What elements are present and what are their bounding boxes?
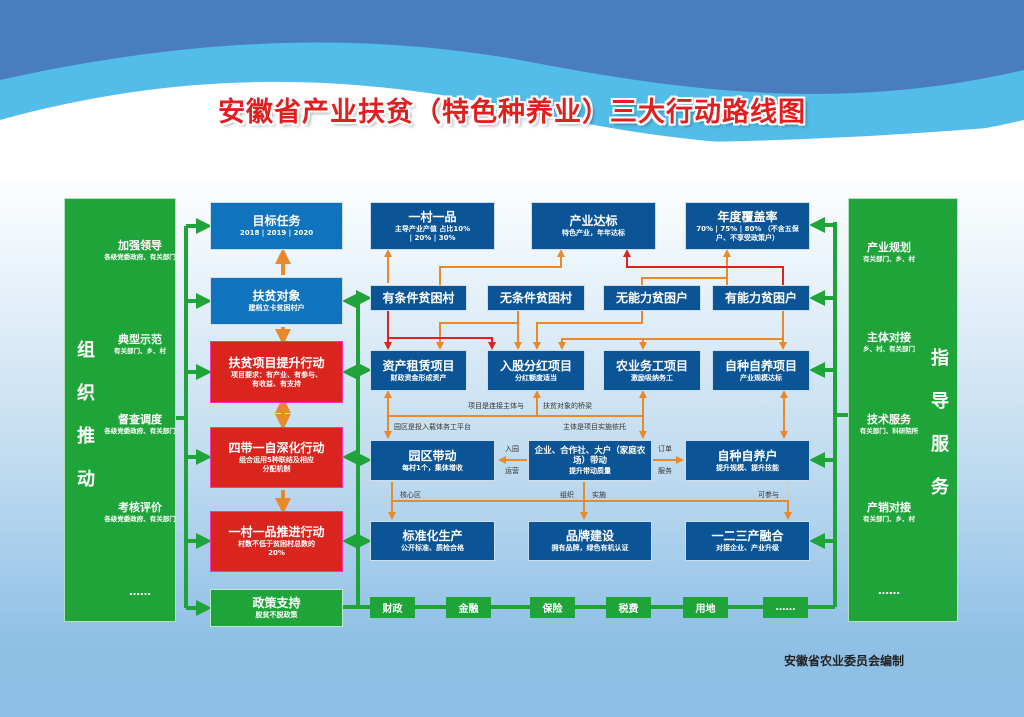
object-box: 无能力贫困户	[603, 285, 701, 311]
note: 可参与	[758, 491, 779, 499]
panel-item: 考核评价各级党委政府、有关部门	[104, 501, 176, 523]
policy-item: 税费	[606, 597, 651, 618]
panel-heading: 组织推动	[77, 340, 95, 490]
organize-promote-panel: 组织推动 加强领导各级党委政府、有关部门 典型示范有关部门、乡、村 督查调度各级…	[64, 198, 176, 622]
header-wave-background	[0, 0, 1024, 180]
panel-item: 产业规划有关部门、乡、村	[863, 241, 915, 263]
note: 项目是连接主体与	[468, 402, 524, 410]
panel-item: ……	[878, 584, 900, 597]
note: 主体是项目实施依托	[563, 423, 626, 431]
target-one-village-box: 一村一品主导产业产值 占比10% | 20% | 30%	[370, 202, 495, 250]
policy-item: 财政	[370, 597, 415, 618]
note: 入园	[505, 445, 519, 453]
project-box: 农业务工项目激励吸纳务工	[603, 350, 701, 391]
note: 订单	[658, 445, 672, 453]
note: 实施	[592, 491, 606, 499]
panel-item: 典型示范有关部门、乡、村	[114, 333, 166, 355]
policy-support-box: 政策支持脱贫不脱政策	[210, 589, 343, 627]
panel-item: 加强领导各级党委政府、有关部门	[104, 239, 176, 261]
project-upgrade-action-box: 扶贫项目提升行动项目要求：有产业、有参与、有收益、有支持	[210, 341, 343, 403]
policy-item: 金融	[446, 597, 491, 618]
outcome-box: 标准化生产公开标准、质检合格	[370, 521, 495, 561]
poverty-object-box: 扶贫对象建档立卡贫困村户	[210, 277, 343, 325]
note: 园区是投入载体务工平台	[394, 423, 471, 431]
panel-item: 产销对接有关部门、乡、村	[863, 501, 915, 523]
panel-item: 主体对接乡、村、有关部门	[863, 331, 915, 353]
note: 组织	[560, 491, 574, 499]
object-box: 无条件贫困村	[487, 285, 585, 311]
page-title: 安徽省产业扶贫（特色种养业）三大行动路线图	[218, 97, 806, 128]
footer-credit: 安徽省农业委员会编制	[784, 654, 905, 668]
note: 核心区	[400, 491, 421, 499]
driver-box: 企业、合作社、大户（家庭农场）带动提升带动质量	[528, 440, 652, 481]
driver-box: 自种自养户提升规模、提升技能	[685, 440, 810, 481]
note: 扶贫对象的桥梁	[543, 402, 592, 410]
outcome-box: 品牌建设拥有品牌，绿色有机认证	[528, 521, 652, 561]
guidance-service-panel: 指导服务 产业规划有关部门、乡、村 主体对接乡、村、有关部门 技术服务有关部门、…	[848, 198, 958, 622]
target-industry-standard-box: 产业达标特色产业，年年达标	[531, 202, 656, 250]
four-drive-action-box: 四带一自深化行动组合运用5种联结及相应分配机制	[210, 427, 343, 488]
policy-item: ……	[763, 597, 808, 618]
driver-box: 园区带动每村1个，集体增收	[370, 440, 495, 481]
project-box: 资产租赁项目财政资金形成资产	[370, 350, 467, 391]
panel-item: 督查调度各级党委政府、有关部门	[104, 413, 176, 435]
note: 服务	[658, 467, 672, 475]
panel-item: ……	[129, 585, 151, 598]
panel-item: 技术服务有关部门、科研院所	[859, 413, 919, 435]
outcome-box: 一二三产融合对接企业、产业升级	[685, 521, 810, 561]
object-box: 有条件贫困村	[370, 285, 467, 311]
policy-item: 保险	[530, 597, 575, 618]
project-box: 入股分红项目分红额度适当	[487, 350, 585, 391]
note: 运营	[505, 467, 519, 475]
project-box: 自种自养项目产业规模达标	[712, 350, 810, 391]
panel-heading: 指导服务	[931, 348, 949, 498]
policy-item: 用地	[683, 597, 728, 618]
one-village-action-box: 一村一品推进行动村数不低于贫困村总数的20%	[210, 511, 343, 572]
object-box: 有能力贫困户	[712, 285, 810, 311]
